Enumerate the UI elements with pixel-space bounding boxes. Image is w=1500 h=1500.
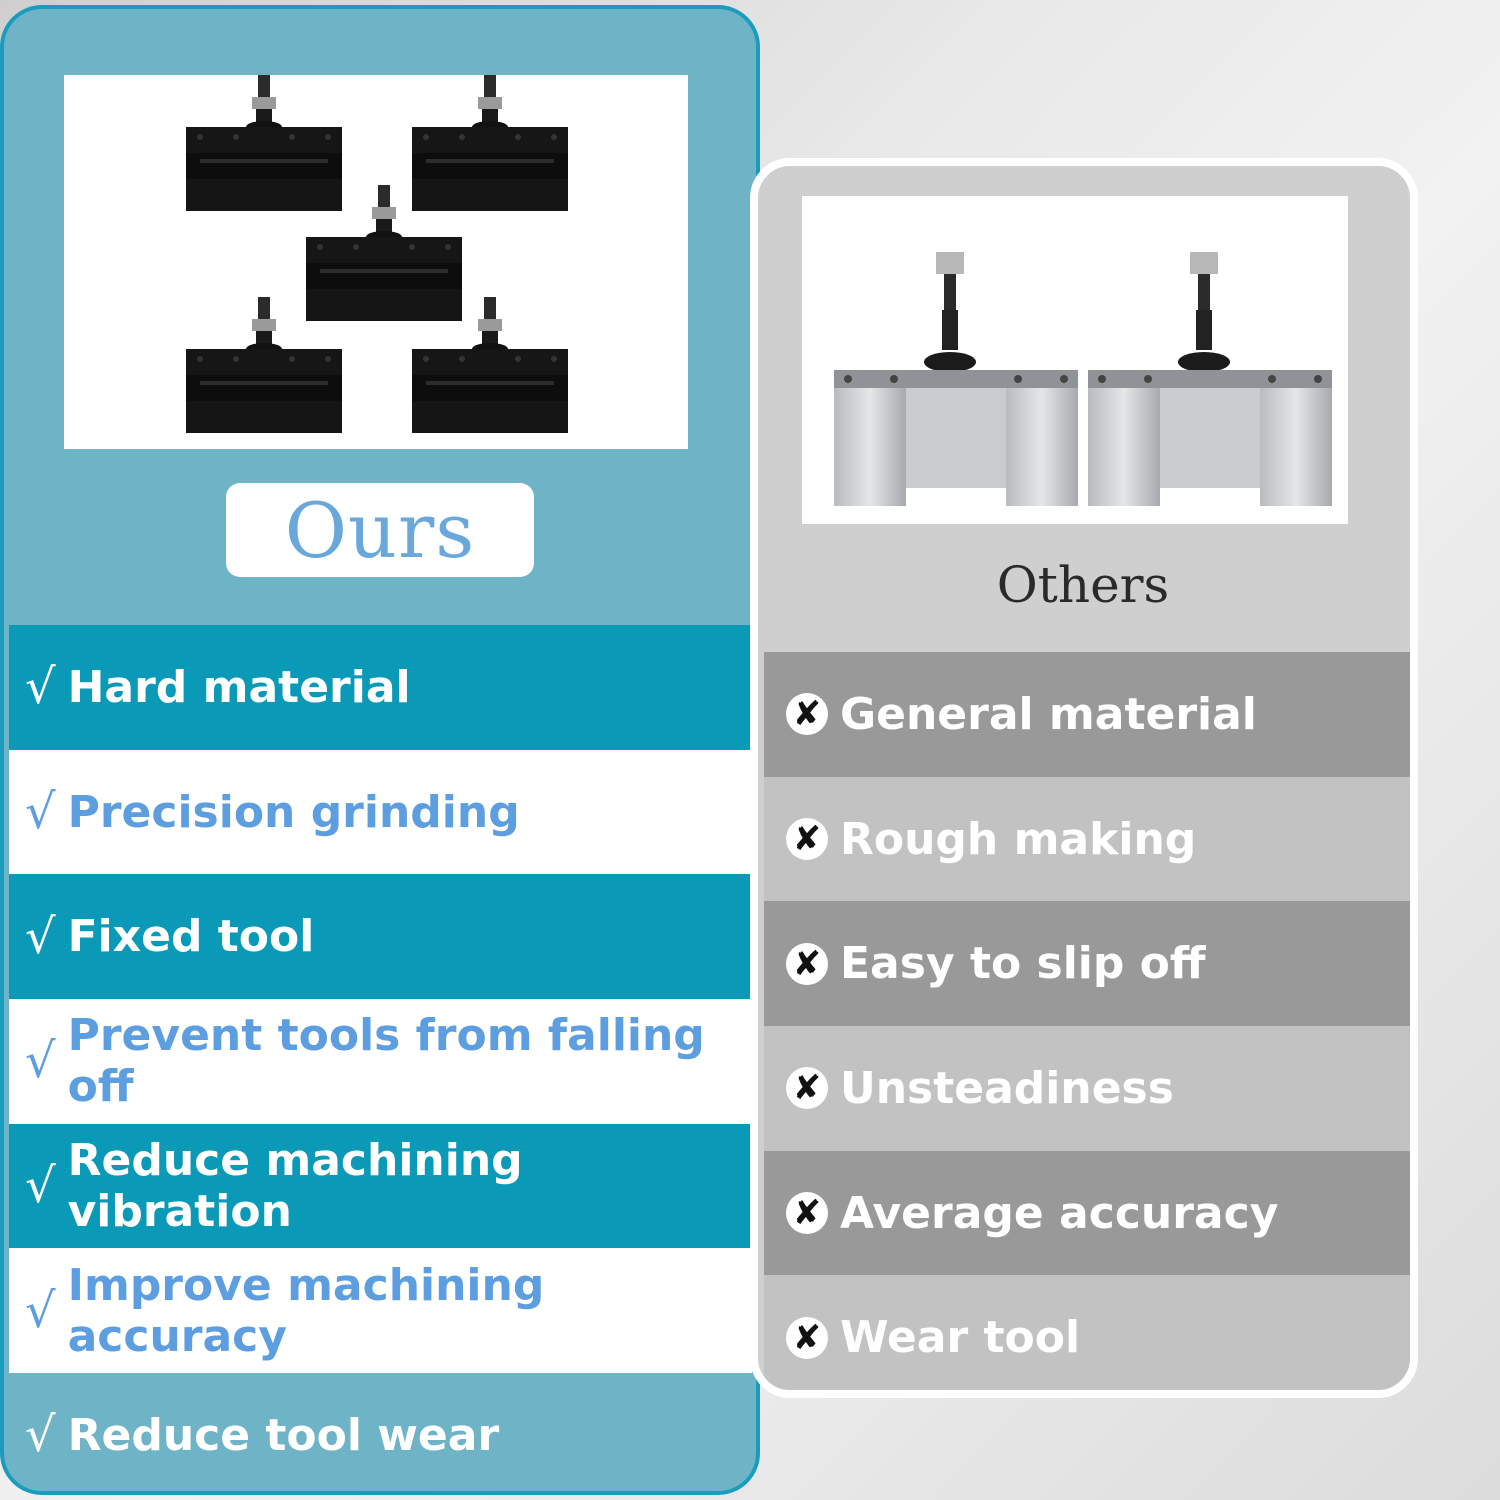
cross-icon: ✘: [786, 1316, 828, 1359]
others-feature-row: ✘ Easy to slip off: [764, 901, 1410, 1027]
ours-feature-row: √ Improve machining accuracy: [9, 1248, 752, 1374]
cross-icon: ✘: [786, 693, 828, 736]
check-icon: √: [25, 659, 56, 716]
ours-feature-row: √ Hard material: [9, 625, 752, 750]
others-feature-row: ✘ Wear tool: [764, 1275, 1410, 1390]
others-feature-row: ✘ Unsteadiness: [764, 1026, 1410, 1151]
ours-feature-row: √ Reduce tool wear: [9, 1373, 752, 1491]
ours-feature-text: Hard material: [67, 661, 411, 713]
others-feature-text: Easy to slip off: [840, 938, 1206, 990]
cross-icon: ✘: [786, 942, 828, 985]
check-icon: √: [25, 784, 56, 841]
ours-feature-row: √ Prevent tools from falling off: [9, 999, 752, 1124]
check-icon: √: [25, 1033, 56, 1090]
check-icon: √: [25, 908, 56, 965]
ours-feature-list: √ Hard material √ Precision grinding √ F…: [9, 625, 752, 1491]
others-feature-text: Wear tool: [840, 1312, 1081, 1364]
others-feature-row: ✘ Rough making: [764, 776, 1410, 902]
others-feature-text: Average accuracy: [840, 1187, 1279, 1239]
ours-feature-text: Precision grinding: [67, 786, 520, 838]
ours-feature-text: Improve machining accuracy: [67, 1259, 545, 1362]
ours-label: Ours: [226, 483, 534, 577]
check-icon: √: [25, 1158, 56, 1215]
others-feature-text: General material: [840, 688, 1257, 740]
ours-product-image: [64, 75, 688, 449]
others-feature-list: ✘ General material ✘ Rough making ✘ Easy…: [764, 652, 1410, 1390]
others-feature-text: Rough making: [840, 813, 1197, 865]
others-product-image: [802, 196, 1348, 524]
ours-feature-text: Reduce machining vibration: [67, 1135, 523, 1238]
cross-icon: ✘: [786, 818, 828, 861]
others-feature-row: ✘ General material: [764, 652, 1410, 777]
check-icon: √: [25, 1282, 56, 1339]
ours-feature-text: Fixed tool: [67, 911, 315, 963]
others-feature-text: Unsteadiness: [840, 1062, 1174, 1114]
ours-feature-row: √ Reduce machining vibration: [9, 1123, 752, 1249]
ours-panel: Ours √ Hard material √ Precision grindin…: [0, 5, 760, 1495]
others-feature-row: ✘ Average accuracy: [764, 1150, 1410, 1276]
others-panel: Others ✘ General material ✘ Rough making…: [750, 158, 1418, 1398]
ours-feature-row: √ Precision grinding: [9, 749, 752, 875]
ours-feature-text: Reduce tool wear: [67, 1409, 500, 1461]
check-icon: √: [25, 1407, 56, 1464]
ours-feature-text: Prevent tools from falling off: [67, 1010, 705, 1113]
others-label: Others: [996, 556, 1170, 614]
cross-icon: ✘: [786, 1067, 828, 1110]
ours-feature-row: √ Fixed tool: [9, 874, 752, 1000]
cross-icon: ✘: [786, 1192, 828, 1235]
